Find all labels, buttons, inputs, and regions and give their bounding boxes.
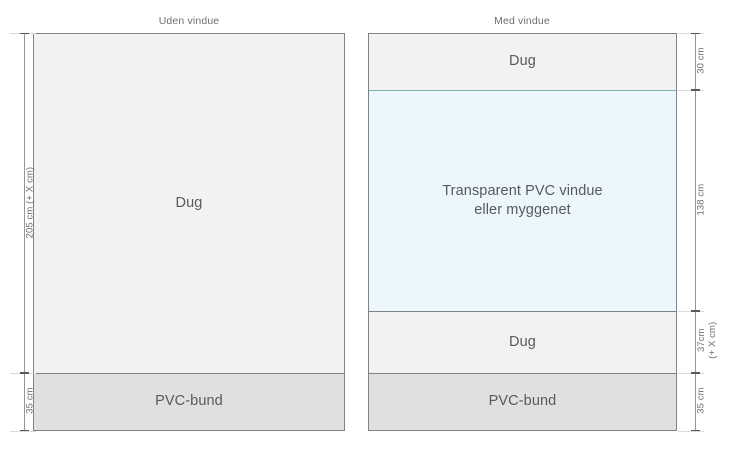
dimension-tick-bottom [691,89,700,90]
guide-left-bottom [10,431,36,432]
dimension-label-dug-bottom: 37cm (+ X cm) [695,321,718,359]
section-med-vindue-window: Transparent PVC vindue eller myggenet [369,90,676,311]
section-label-dug: Dug [175,194,203,211]
dimension-label-bund: 35 cm [24,387,36,414]
section-label-window: Transparent PVC vindue eller myggenet [442,182,603,218]
dimension-tick-bottom [691,310,700,311]
dimension-tick-bottom [20,430,29,431]
dimension-label-bund-2: 35 cm [695,387,707,414]
guide-right-bottom [678,431,704,432]
dimension-line [695,33,696,90]
dimension-tick-top [691,33,700,34]
dimension-tick-top [20,373,29,374]
dimension-tick-top [20,33,29,34]
dimension-tick-top [691,373,700,374]
dimension-line [24,373,25,431]
panel-uden-vindue: Dug PVC-bund [33,33,345,431]
section-med-vindue-dug-bottom: Dug [369,311,676,373]
section-label-dug-top: Dug [509,53,536,70]
dimension-label-total-dug: 205 cm (+ X cm) [24,166,36,239]
section-label-pvc-bund: PVC-bund [155,393,223,410]
dimension-tick-top [691,311,700,312]
section-label-pvc-bund-2: PVC-bund [488,393,557,410]
dimension-line [24,33,25,373]
dimension-line [695,373,696,431]
dimension-line [695,311,696,373]
dimension-label-window: 138 cm [695,183,707,216]
dimension-tick-bottom [691,430,700,431]
section-med-vindue-pvc-bund: PVC-bund [369,373,676,430]
panel-med-vindue: Dug Transparent PVC vindue eller myggene… [368,33,677,431]
dimension-label-dug-top: 30 cm [695,47,707,74]
section-med-vindue-dug-top: Dug [369,34,676,90]
section-uden-vindue-pvc-bund: PVC-bund [34,373,344,430]
section-label-dug-bottom: Dug [509,333,536,350]
panel-title-med-vindue: Med vindue [494,15,550,27]
dimension-line [695,90,696,311]
dimension-tick-top [691,90,700,91]
dimension-tick-bottom [20,372,29,373]
section-uden-vindue-dug: Dug [34,34,344,373]
panel-title-uden-vindue: Uden vindue [158,15,220,27]
dimension-tick-bottom [691,372,700,373]
